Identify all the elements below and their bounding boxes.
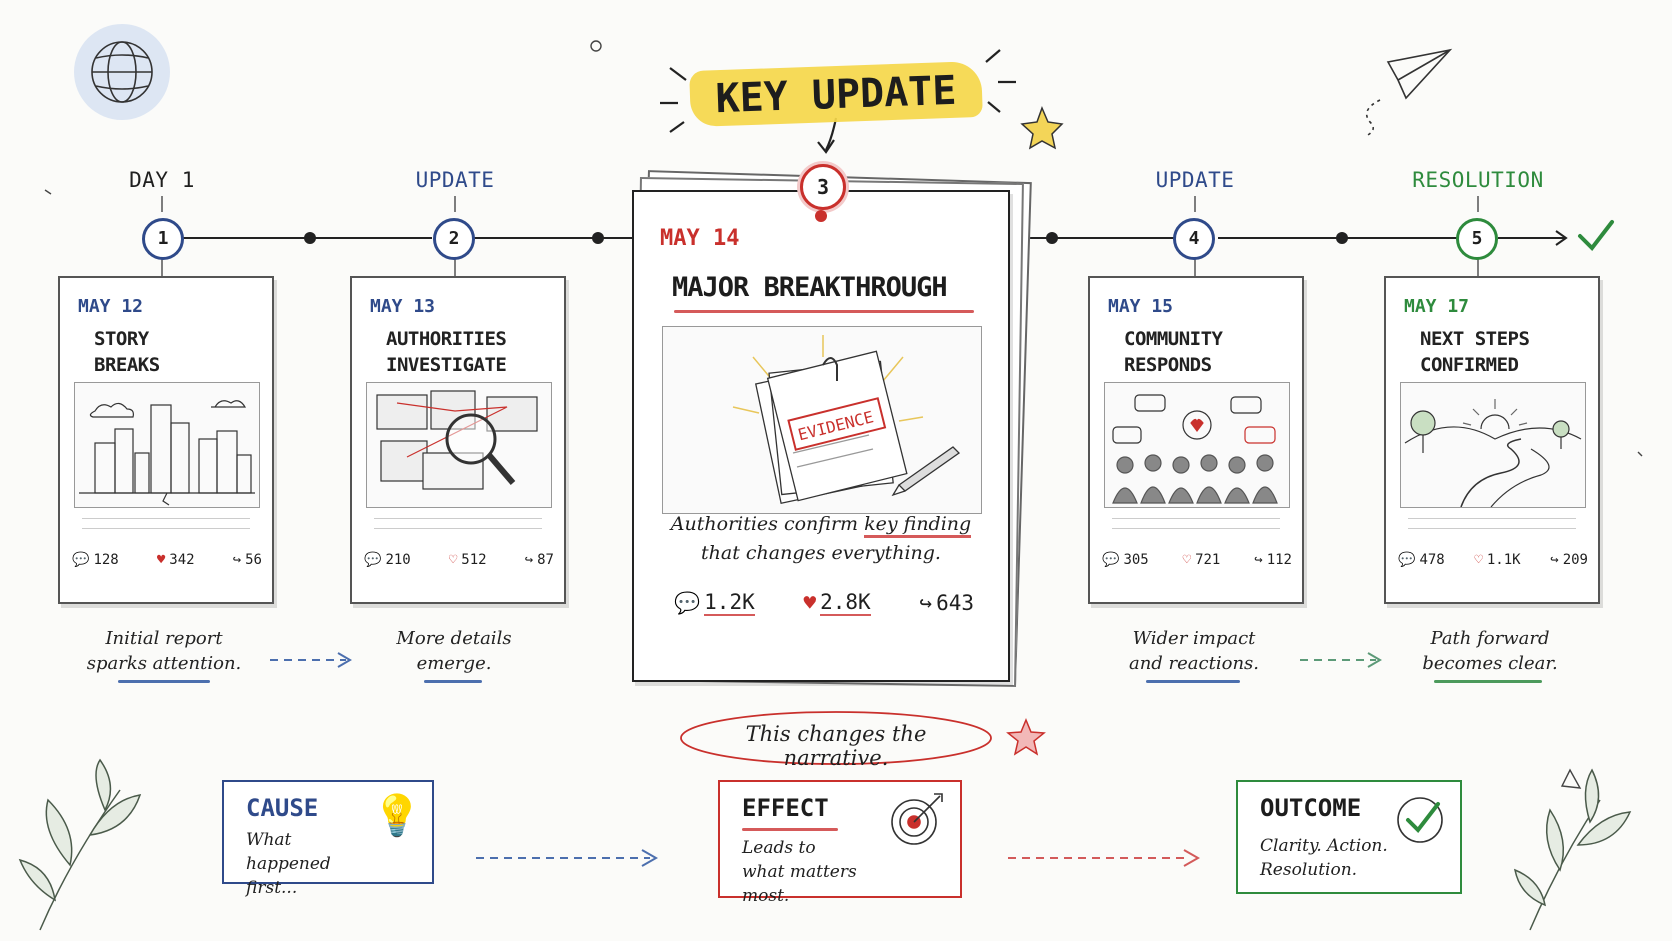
box-title-underline: [742, 828, 838, 831]
lightbulb-icon: 💡: [372, 793, 422, 839]
node-number: 1: [157, 228, 169, 249]
share-icon: ↪: [1254, 552, 1263, 568]
banner-rays: [660, 49, 1016, 154]
share-icon: ↪: [232, 552, 242, 568]
card-stats: 💬478 ♡1.1K ↪209: [1398, 552, 1588, 568]
check-circle-icon: [1397, 797, 1443, 843]
narrative-note: This changes the narrative.: [745, 722, 927, 770]
card-date: MAY 12: [78, 296, 144, 317]
box-title: EFFECT: [742, 794, 829, 822]
node-number: 3: [816, 175, 830, 199]
card-stats: 💬305 ♡721 ↪112: [1102, 552, 1292, 568]
caption-underline: [118, 680, 210, 683]
community-illustration: [1104, 382, 1290, 508]
caption-underline: [1146, 680, 1240, 683]
card-stats: 💬210 ♡512 ↪87: [364, 552, 554, 568]
timeline-node-3[interactable]: 3: [800, 164, 846, 210]
evidence-illustration: EVIDENCE: [662, 326, 982, 514]
card-date: MAY 17: [1404, 296, 1470, 317]
stage-label-2: UPDATE: [415, 168, 495, 192]
box-subtitle: What happened first...: [246, 830, 331, 898]
timeline-node-5[interactable]: 5: [1456, 218, 1498, 260]
timeline-node-1[interactable]: 1: [142, 218, 184, 260]
path-landscape-illustration: [1400, 382, 1586, 508]
note-ellipse: [680, 711, 992, 765]
box-subtitle: Clarity. Action. Resolution.: [1260, 836, 1388, 880]
comment-icon: 💬: [1102, 552, 1120, 568]
share-icon: ↪: [524, 552, 534, 568]
globe-icon: [74, 24, 170, 120]
heart-icon: ♡: [1182, 552, 1192, 568]
stage-label-1: DAY 1: [129, 168, 195, 192]
card-stats: 💬128 ♥342 ↪56: [72, 552, 262, 568]
timeline-node-4[interactable]: 4: [1173, 218, 1215, 260]
node-number: 2: [448, 228, 460, 249]
feature-date: MAY 14: [660, 226, 740, 251]
share-icon: ↪: [1550, 552, 1559, 568]
target-icon: [891, 793, 943, 845]
card-text-lines: [1408, 518, 1576, 538]
feature-card-may-14[interactable]: MAY 14 MAJOR BREAKTHROUGH EVIDENCE Autho…: [632, 190, 1010, 682]
feature-stats: 💬1.2K ♥2.8K ↪643: [674, 590, 974, 616]
card-date: MAY 15: [1108, 296, 1174, 317]
node-number: 5: [1471, 228, 1483, 249]
small-star-icon: [1006, 718, 1046, 756]
box-title: CAUSE: [246, 794, 319, 822]
box-subtitle: Leads to what matters most.: [742, 838, 857, 906]
city-skyline-illustration: [74, 382, 260, 508]
caption-underline: [424, 680, 482, 683]
stage-label-5: RESOLUTION: [1412, 168, 1544, 192]
leaf-branch-left: [18, 758, 142, 931]
outcome-box[interactable]: OUTCOME Clarity. Action. Resolution.: [1236, 780, 1462, 894]
heart-icon: ♥: [156, 552, 166, 568]
investigation-board-illustration: [366, 382, 552, 508]
final-check-icon: [1578, 220, 1614, 252]
comment-icon: 💬: [1398, 552, 1416, 568]
card-text-lines: [82, 518, 250, 538]
cause-box[interactable]: CAUSE What happened first... 💡: [222, 780, 434, 898]
heart-icon: ♥: [803, 591, 817, 615]
comment-icon: 💬: [72, 552, 90, 568]
heart-icon: ♡: [448, 552, 458, 568]
feature-title: MAJOR BREAKTHROUGH: [672, 272, 948, 303]
effect-box[interactable]: EFFECT Leads to what matters most.: [718, 780, 962, 906]
feature-title-underline: [674, 310, 974, 313]
share-icon: ↪: [919, 591, 933, 615]
stage-label-4: UPDATE: [1155, 168, 1235, 192]
paper-plane-icon: [1365, 48, 1453, 137]
node-number: 4: [1188, 228, 1200, 249]
heart-icon: ♡: [1474, 552, 1483, 568]
key-finding-highlight: key finding: [864, 513, 972, 538]
timeline-node-2[interactable]: 2: [433, 218, 475, 260]
pin-icon: [815, 210, 827, 222]
comment-icon: 💬: [674, 590, 701, 615]
card-text-lines: [1112, 518, 1280, 538]
card-text-lines: [374, 518, 542, 538]
box-title: OUTCOME: [1260, 794, 1362, 822]
comment-icon: 💬: [364, 552, 382, 568]
feature-description: Authorities confirm key finding that cha…: [670, 513, 972, 564]
star-icon: [1020, 105, 1064, 150]
card-date: MAY 13: [370, 296, 436, 317]
leaf-branch-right: [1513, 768, 1632, 931]
caption-underline: [1434, 680, 1542, 683]
